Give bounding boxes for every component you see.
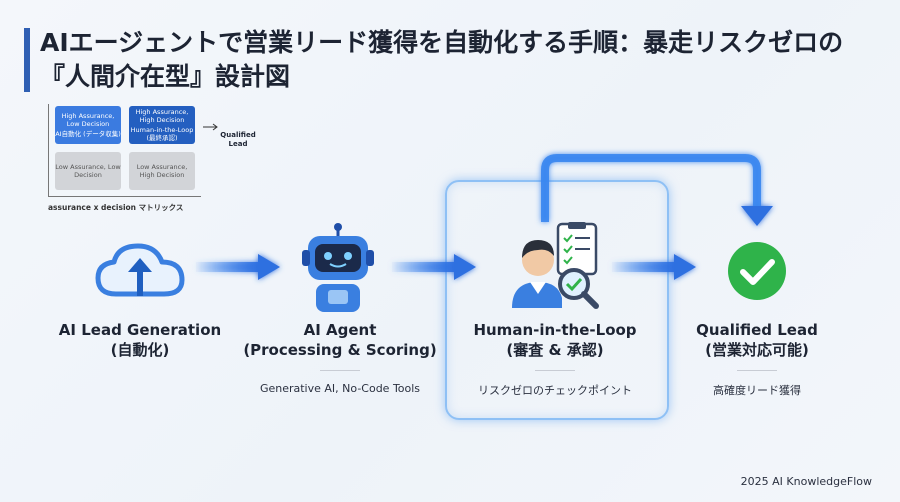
title-line-1: AIエージェントで営業リード獲得を自動化する手順：暴走リスクゼロの [40,28,844,57]
assurance-decision-matrix: High Assurance, Low Decision AI自動化 (データ収… [48,104,201,197]
step-3-label: Human-in-the-Loop (審査 & 承認) [455,320,655,360]
step-2-divider [320,370,360,371]
step-4-subtitle: (営業対応可能) [705,341,809,359]
matrix-cell-sub: Human-in-the-Loop (最終承認) [130,126,194,142]
step-4-title: Qualified Lead [696,321,818,339]
step-2-subtitle: (Processing & Scoring) [243,341,437,359]
robot-icon [302,223,374,312]
step-1-subtitle: (自動化) [110,341,170,359]
step-4-divider [737,370,777,371]
step-1-title: AI Lead Generation [58,321,222,339]
page-title: AIエージェントで営業リード獲得を自動化する手順：暴走リスクゼロの 『人間介在型… [40,26,890,94]
title-accent-bar [24,28,30,92]
matrix-cell-label: Low Assurance, Low Decision [55,163,121,179]
matrix-cell-label: Low Assurance, High Decision [136,163,188,179]
check-circle-icon [728,242,786,300]
matrix-cell-low-assurance-high-decision: Low Assurance, High Decision [129,152,195,190]
cloud-upload-icon [95,243,185,297]
reviewer-icon [512,222,599,309]
matrix-output-arrow-icon [203,123,218,131]
step-3-description: リスクゼロのチェックポイント [478,384,632,397]
step-2-title: AI Agent [303,321,377,339]
matrix-output-label: Qualified Lead [220,131,256,148]
matrix-cell-low-assurance-low-decision: Low Assurance, Low Decision [55,152,121,190]
matrix-cell-high-assurance-high-decision: High Assurance, High Decision Human-in-t… [129,106,195,144]
credit-text: 2025 AI KnowledgeFlow [740,475,872,488]
matrix-caption: assurance x decision マトリックス [48,203,184,212]
step-2-label: AI Agent (Processing & Scoring) [230,320,450,360]
step-2-description: Generative AI, No-Code Tools [259,382,421,395]
step-1-label: AI Lead Generation (自動化) [40,320,240,360]
step-4-label: Qualified Lead (営業対応可能) [657,320,857,360]
matrix-cell-label: High Assurance, Low Decision [61,112,115,128]
step-3-subtitle: (審査 & 承認) [506,341,604,359]
title-line-2: 『人間介在型』設計図 [40,62,291,91]
matrix-cell-sub: AI自動化 (データ収集) [55,130,121,138]
matrix-cell-high-assurance-low-decision: High Assurance, Low Decision AI自動化 (データ収… [55,106,121,144]
step-4-description: 高確度リード獲得 [713,384,801,397]
matrix-cell-label: High Assurance, High Decision [135,108,189,124]
flow-arrow-1 [196,254,280,280]
step-3-title: Human-in-the-Loop [473,321,637,339]
step-3-divider [535,370,575,371]
